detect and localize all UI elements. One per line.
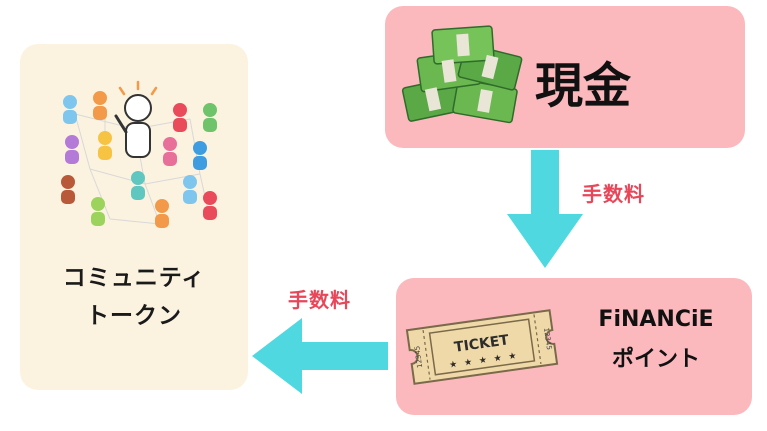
money-stack-icon [401, 25, 523, 124]
cash-card: 現金 [385, 6, 745, 148]
cash-label: 現金 [535, 58, 632, 114]
community-people-icon [61, 80, 217, 228]
community-token-label: コミュニティ トークン [20, 259, 248, 335]
community-token-label-line1: コミュニティ [62, 265, 206, 291]
financie-point-label: FiNANCiE ポイント [566, 300, 746, 380]
down-arrow [507, 150, 583, 268]
ticket-number-left: 12345 [413, 345, 424, 368]
community-token-card: コミュニティ トークン [20, 44, 248, 390]
fee-label-down: 手数料 [582, 182, 645, 206]
fee-label-left: 手数料 [288, 288, 351, 312]
community-token-label-line2: トークン [86, 303, 182, 329]
ticket-icon: TICKET ★ ★ ★ ★ ★ 12345 12345 [405, 309, 559, 385]
financie-point-label-line1: FiNANCiE [598, 307, 714, 332]
ticket-text: TICKET [453, 332, 510, 356]
financie-point-label-line2: ポイント [611, 347, 700, 372]
left-arrow [252, 318, 388, 394]
ticket-number-right: 12345 [542, 327, 553, 350]
financie-point-card: TICKET ★ ★ ★ ★ ★ 12345 12345 FiNANCiE ポイ… [396, 278, 752, 415]
